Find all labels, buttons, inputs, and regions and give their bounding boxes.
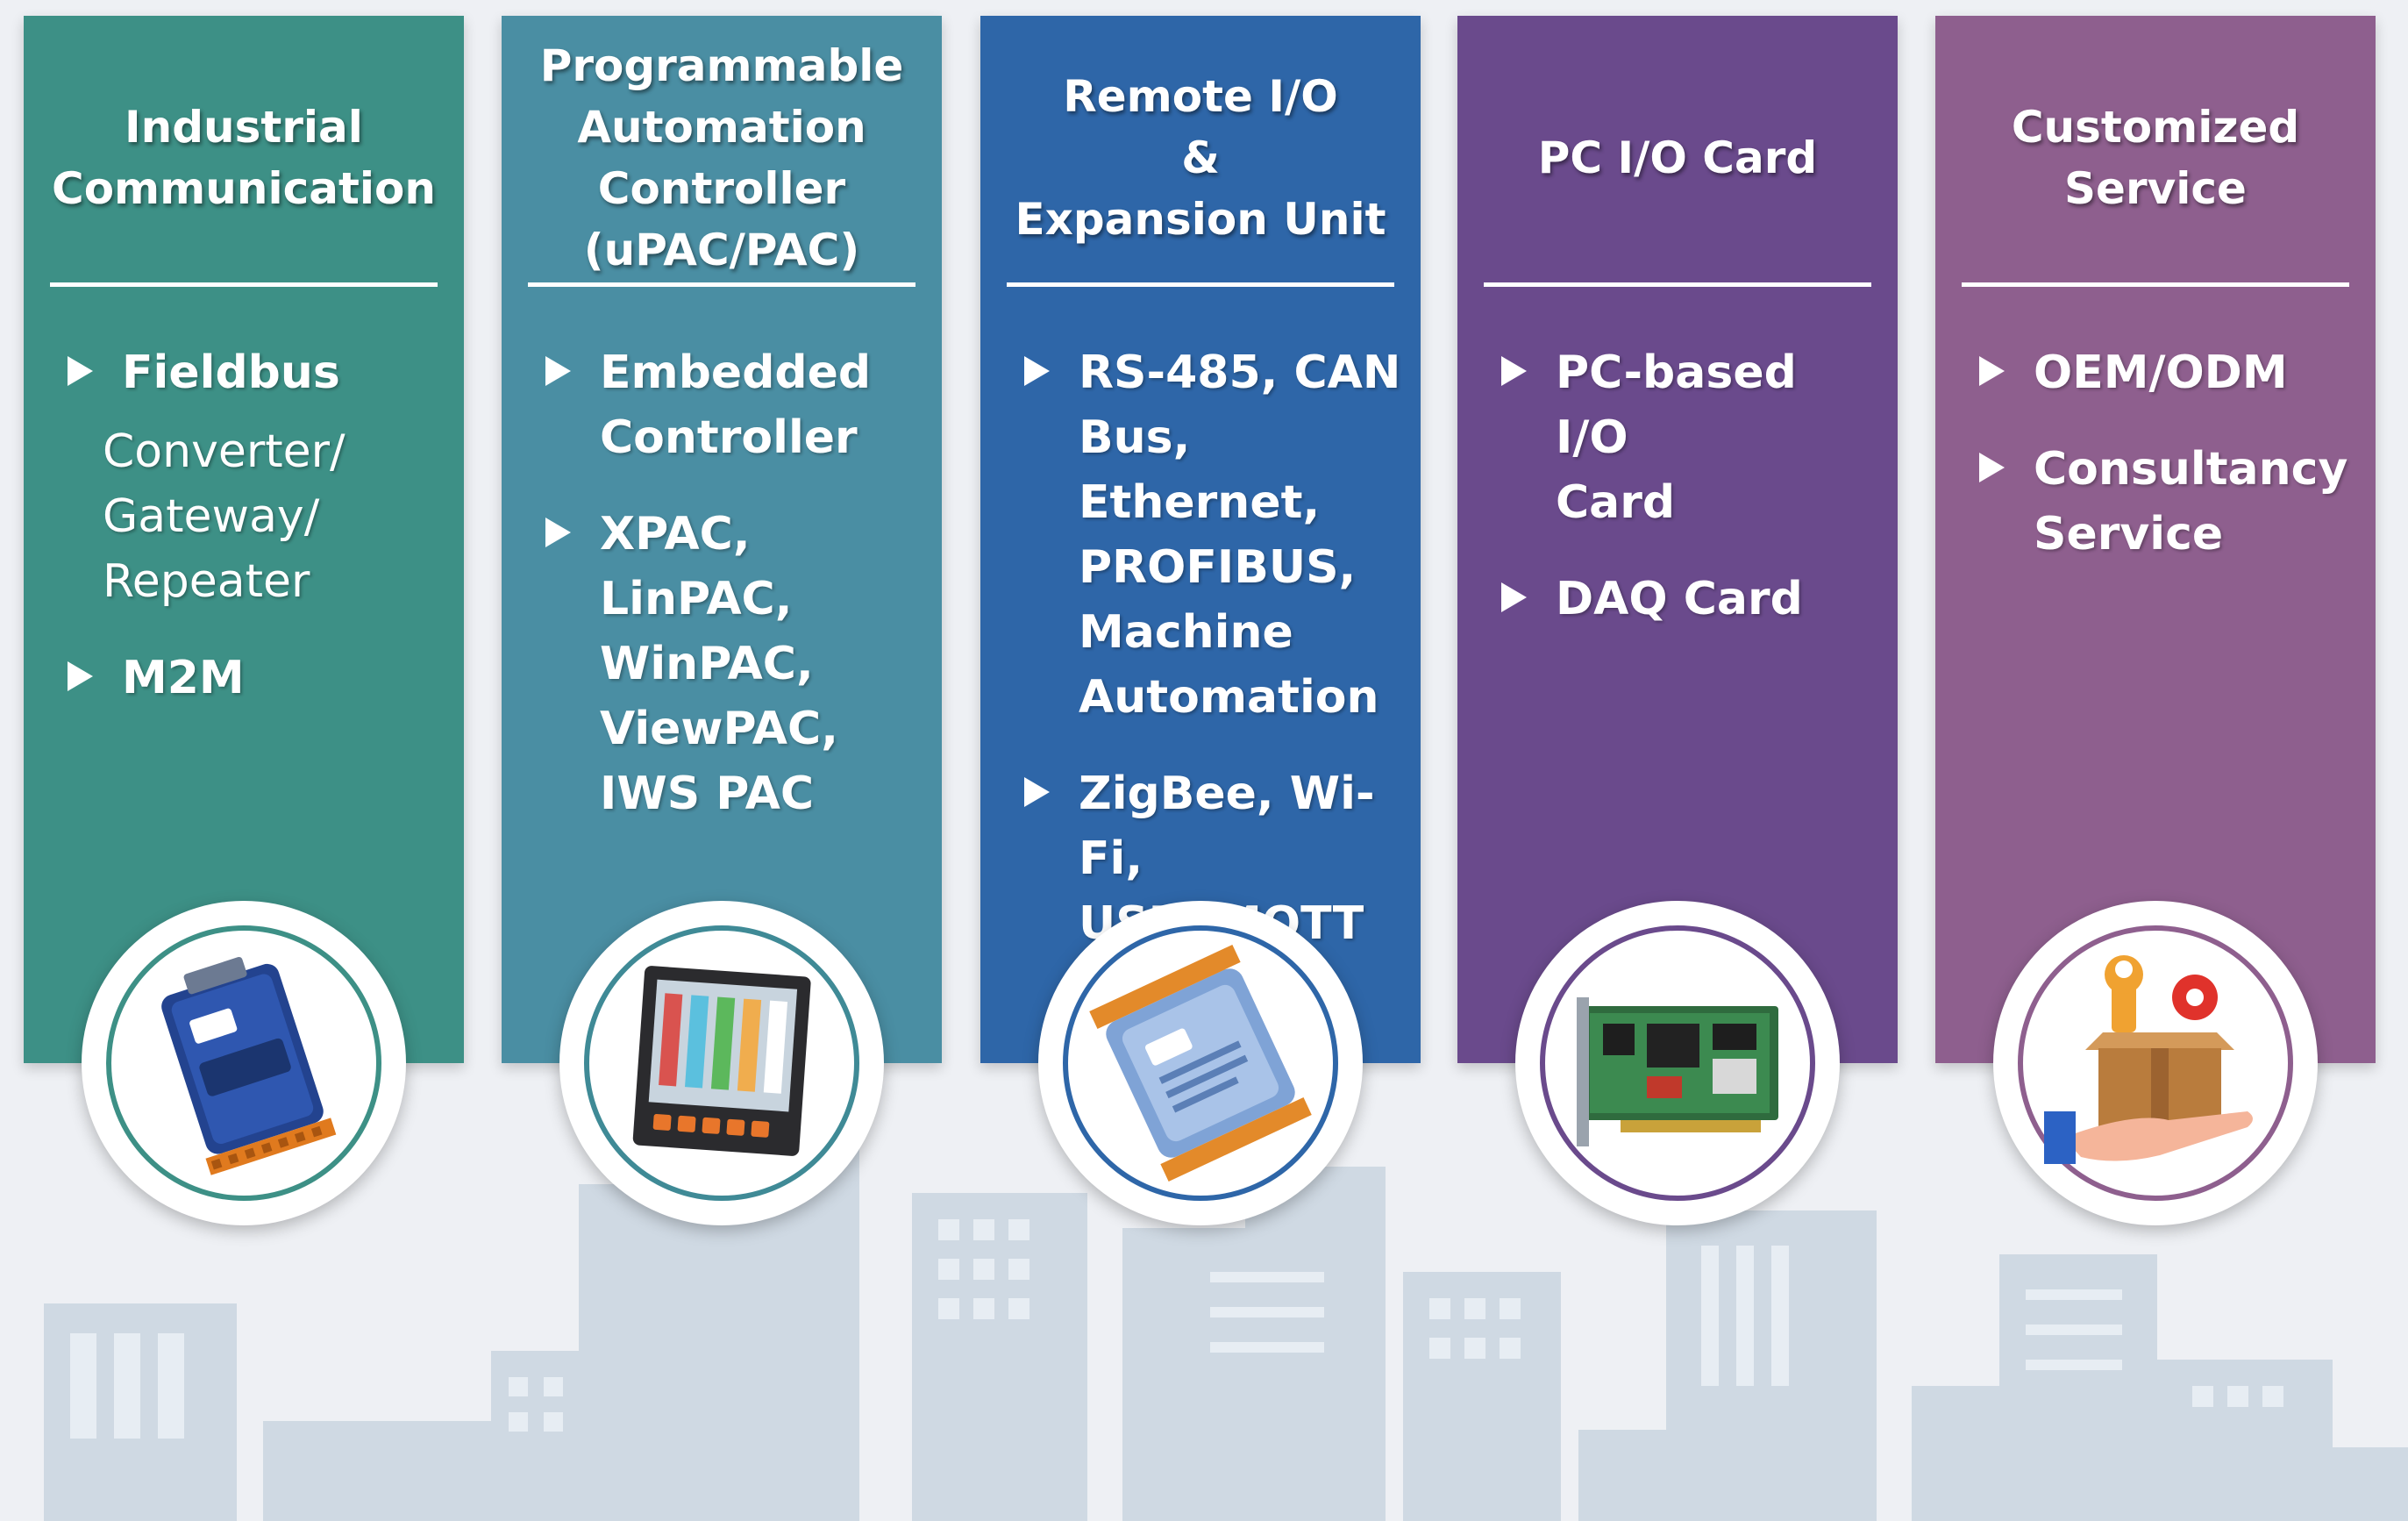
product-badge-industrial-communication — [82, 901, 406, 1225]
divider — [1484, 282, 1871, 287]
divider — [1007, 282, 1394, 287]
item-label: XPAC, LinPAC, WinPAC, ViewPAC, IWS PAC — [600, 508, 838, 820]
service-box-hand-icon — [2044, 955, 2253, 1164]
city-skyline — [44, 1123, 2408, 1521]
list-item: OEM/ODM — [1979, 340, 2358, 405]
converter-device-icon — [161, 956, 337, 1175]
bullet-arrow-icon — [1501, 582, 1527, 612]
list-item: Fieldbus Converter/ Gateway/ Repeater — [68, 340, 446, 614]
pci-card-icon — [1577, 997, 1778, 1146]
item-label: Embedded Controller — [600, 346, 872, 464]
item-label: Fieldbus — [122, 346, 340, 399]
bullet-arrow-icon — [1979, 453, 2005, 482]
product-badge-customized-service — [1993, 901, 2318, 1225]
column-title: PC I/O Card — [1537, 132, 1818, 183]
list-item: M2M — [68, 646, 446, 711]
bullet-arrow-icon — [68, 661, 93, 691]
item-sublabel: Converter/ Gateway/ Repeater — [103, 425, 346, 608]
column-industrial-communication: Industrial Communication Fieldbus Conver… — [24, 16, 464, 1063]
product-badge-pc-io-card — [1515, 901, 1840, 1225]
list-item: PC-based I/O Card — [1501, 340, 1880, 535]
bullet-arrow-icon — [545, 356, 571, 386]
bullet-arrow-icon — [1501, 356, 1527, 386]
column-pc-io-card: PC I/O Card PC-based I/O Card DAQ Card — [1457, 16, 1898, 1063]
item-label: Consultancy Service — [2034, 443, 2348, 561]
column-title: Remote I/O & Expansion Unit — [1015, 71, 1386, 245]
list-item: Consultancy Service — [1979, 437, 2358, 567]
item-label: PC-based I/O Card — [1556, 346, 1797, 529]
bullet-arrow-icon — [545, 518, 571, 547]
bullet-arrow-icon — [1024, 777, 1050, 807]
column-programmable-automation-controller: Programmable Automation Controller (uPAC… — [502, 16, 942, 1063]
list-item: DAQ Card — [1501, 567, 1880, 632]
product-badge-remote-io — [1038, 901, 1363, 1225]
column-customized-service: Customized Service OEM/ODM Consultancy S… — [1935, 16, 2376, 1063]
bullet-arrow-icon — [68, 356, 93, 386]
product-badge-pac — [559, 901, 884, 1225]
touch-panel-controller-icon — [632, 966, 811, 1156]
item-label: M2M — [122, 652, 245, 704]
divider — [528, 282, 915, 287]
item-label: RS-485, CAN Bus, Ethernet, PROFIBUS, Mac… — [1079, 346, 1401, 724]
list-item: XPAC, LinPAC, WinPAC, ViewPAC, IWS PAC — [545, 502, 924, 826]
bullet-arrow-icon — [1979, 356, 2005, 386]
column-title: Programmable Automation Controller (uPAC… — [539, 40, 904, 275]
column-title: Industrial Communication — [52, 102, 436, 214]
column-title: Customized Service — [2011, 102, 2300, 214]
item-label: OEM/ODM — [2034, 346, 2288, 399]
io-module-icon — [1089, 944, 1312, 1182]
divider — [50, 282, 438, 287]
divider — [1962, 282, 2349, 287]
list-item: RS-485, CAN Bus, Ethernet, PROFIBUS, Mac… — [1024, 340, 1403, 730]
item-label: DAQ Card — [1556, 573, 1803, 625]
list-item: Embedded Controller — [545, 340, 924, 470]
column-remote-io: Remote I/O & Expansion Unit RS-485, CAN … — [980, 16, 1421, 1063]
bullet-arrow-icon — [1024, 356, 1050, 386]
